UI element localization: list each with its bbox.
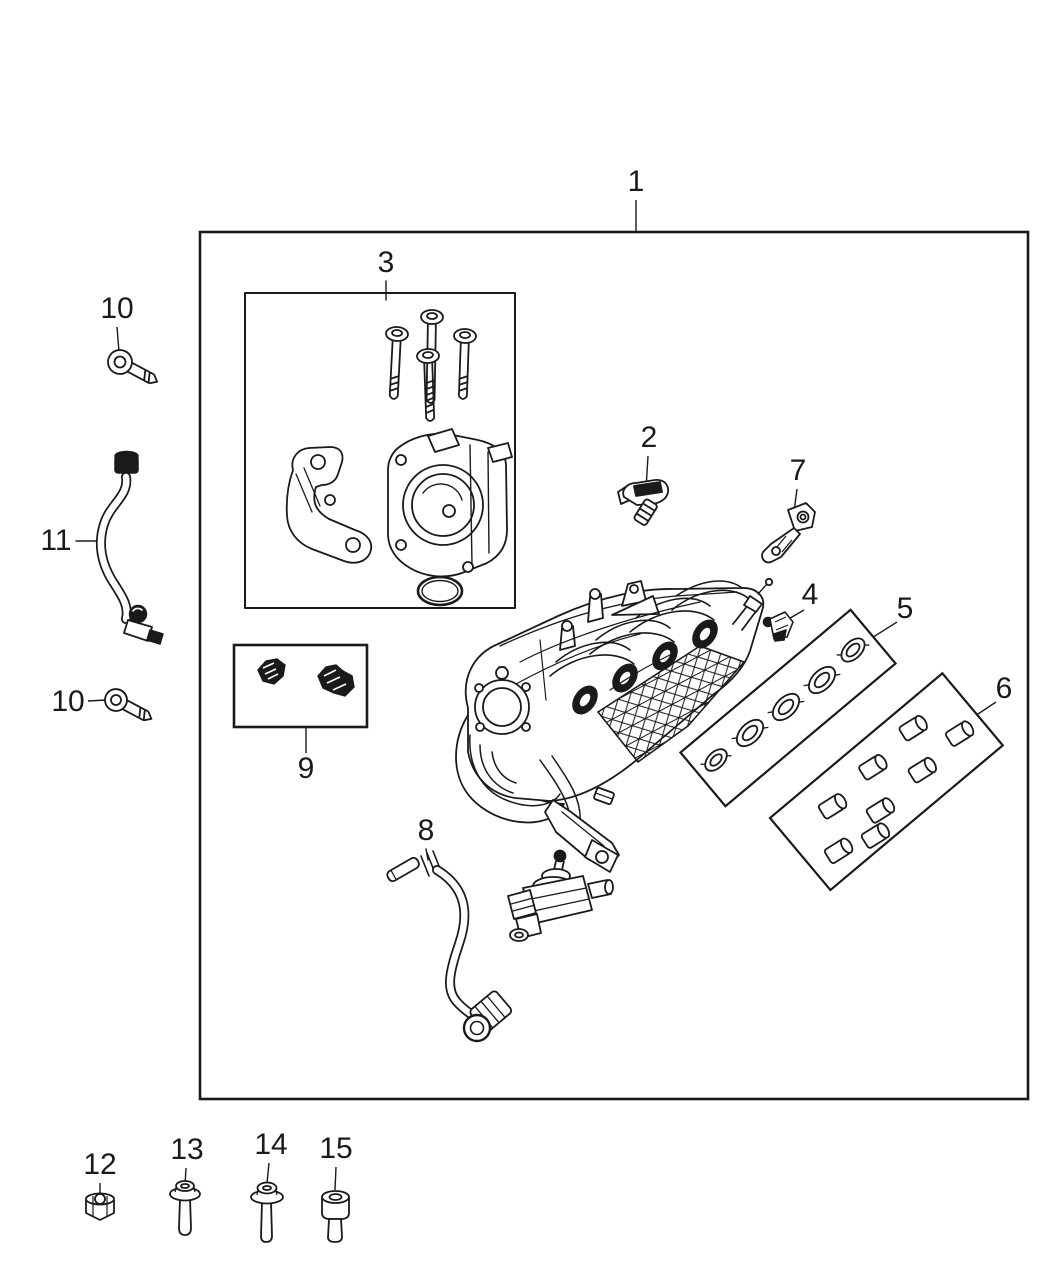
callout-label-15: 15: [319, 1132, 352, 1165]
callout-label-8: 8: [418, 814, 435, 847]
callout-label-10b: 10: [51, 685, 84, 718]
isolator-set-6: [768, 671, 1005, 892]
callout-label-2: 2: [641, 421, 658, 454]
bolt-10-upper: [107, 326, 159, 385]
retainer-clip: [317, 664, 355, 697]
isolator: [817, 793, 848, 820]
callout-label-9: 9: [298, 752, 315, 785]
main-assembly-box: [198, 200, 1030, 1101]
bolt-10-lower: [87, 688, 153, 722]
throttle-body-kit-box: [244, 280, 516, 609]
throttle-support-bracket: [285, 446, 373, 564]
callout-label-4: 4: [802, 578, 819, 611]
callout-label-6: 6: [996, 672, 1013, 705]
callout-leader-10a: [116, 326, 120, 353]
callout-label-11: 11: [40, 524, 71, 557]
intake-manifold-drawing: [455, 577, 774, 873]
sensor-4: [762, 609, 805, 642]
callout-leader-10b: [87, 699, 107, 702]
callout-leader-14: [266, 1162, 270, 1184]
purge-valve: [507, 849, 614, 942]
throttle-bolt: [385, 326, 409, 400]
callout-label-7: 7: [790, 454, 807, 487]
gasket-set-5: [678, 608, 898, 808]
isolator: [944, 720, 975, 747]
isolator: [865, 797, 896, 824]
port-gasket: [836, 637, 870, 663]
manifold-port-collars: [572, 619, 718, 715]
throttle-o-ring: [416, 575, 464, 607]
manifold-runners: [549, 580, 749, 677]
map-sensor: [617, 455, 669, 526]
isolator: [898, 714, 928, 742]
fuel-stub: [732, 577, 774, 631]
bolt-14: [250, 1162, 284, 1243]
port-gasket: [767, 692, 805, 722]
throttle-bolt: [453, 328, 477, 400]
clip-kit-box: [232, 643, 369, 753]
callout-label-3: 3: [378, 246, 395, 279]
vent-tube-11: [75, 450, 164, 645]
throttle-flange: [474, 666, 531, 735]
port-gasket: [700, 748, 732, 772]
callout-label-14: 14: [254, 1128, 287, 1161]
callout-label-10a: 10: [100, 292, 133, 325]
isolator: [907, 756, 937, 784]
callout-label-12: 12: [83, 1148, 116, 1181]
bolt-15: [321, 1166, 350, 1243]
throttle-body: [387, 428, 513, 578]
retainer-clip: [257, 658, 286, 685]
callout-leader-15: [334, 1166, 337, 1191]
nut-12: [85, 1183, 115, 1221]
callout-label-13: 13: [170, 1133, 203, 1166]
isolator: [860, 822, 891, 849]
support-bracket-7: [761, 488, 816, 564]
isolator: [858, 754, 888, 781]
isolator: [823, 837, 854, 864]
callout-label-5: 5: [897, 592, 914, 625]
throttle-bolt: [416, 348, 440, 422]
bolt-13: [169, 1167, 201, 1236]
port-gasket: [803, 665, 841, 695]
pcv-hose-8: [386, 848, 513, 1043]
callout-label-1: 1: [628, 165, 645, 198]
